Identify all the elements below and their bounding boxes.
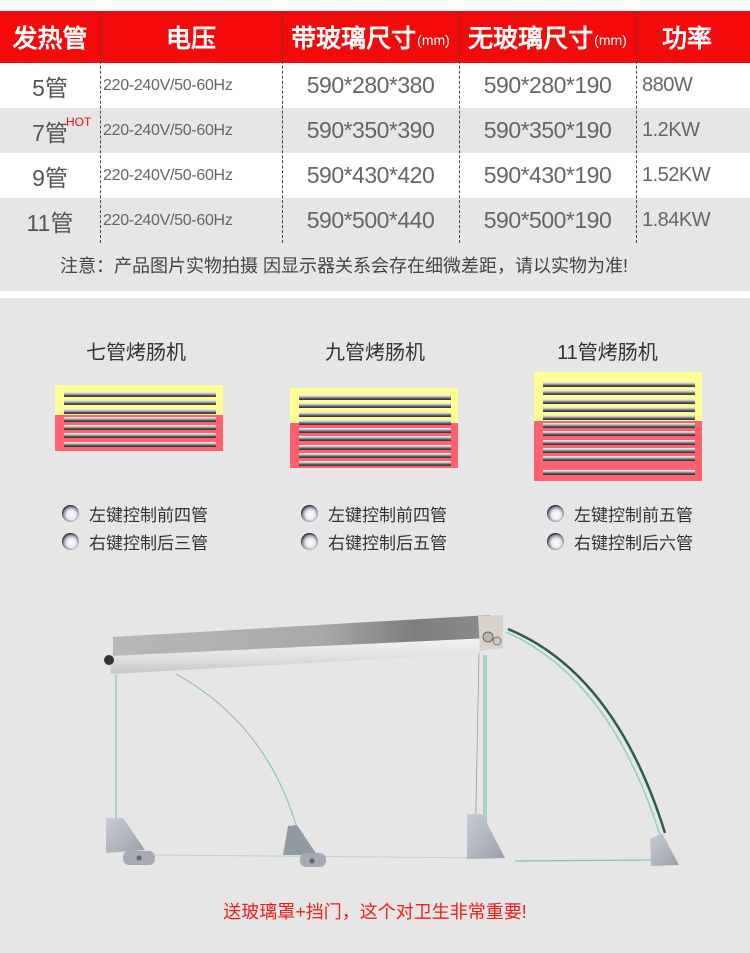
control-right: 右键控制后三管 <box>62 529 208 554</box>
control-left: 左键控制前四管 <box>301 501 447 526</box>
heating-tube <box>299 428 451 433</box>
heating-tube <box>64 400 216 405</box>
cell-power: 880W <box>642 74 693 96</box>
heating-tube <box>543 456 695 461</box>
cell-size-with-glass: 590*280*380 <box>306 72 435 98</box>
table-row: 7管 HOT 220-240V/50-60Hz 590*350*390 590*… <box>0 108 750 153</box>
heating-tube <box>543 470 695 475</box>
cell-tubes: 5管 <box>32 74 68 101</box>
heater-diagram-11 <box>534 372 702 481</box>
cell-size-with-glass: 590*500*440 <box>306 207 435 233</box>
knob-icon <box>301 533 318 550</box>
heating-tube <box>299 395 451 400</box>
heating-tube <box>64 409 216 414</box>
header-voltage: 电压 <box>165 25 216 53</box>
cell-voltage: 220-240V/50-60Hz <box>103 211 233 229</box>
heating-tube <box>543 382 695 387</box>
heating-tube <box>64 433 216 438</box>
knob-icon <box>547 533 564 550</box>
table-row: 5管 220-240V/50-60Hz 590*280*380 590*280*… <box>0 63 750 108</box>
header-size-with-glass: 带玻璃尺寸(mm) <box>291 25 450 53</box>
heating-tube <box>64 417 216 422</box>
cell-power: 1.84KW <box>642 209 711 231</box>
header-tubes: 发热管 <box>12 25 88 53</box>
control-left: 左键控制前四管 <box>62 501 208 526</box>
models-section: 七管烤肠机 左键控制前四管 右键控制后三管 九管烤肠机 左键控制前四管 <box>0 298 750 953</box>
header-power: 功率 <box>661 25 712 53</box>
cell-power: 1.2KW <box>642 119 700 141</box>
cell-size-without-glass: 590*500*190 <box>483 207 612 233</box>
cell-tubes: 9管 <box>32 164 68 191</box>
section-divider <box>0 291 750 298</box>
cell-voltage: 220-240V/50-60Hz <box>103 76 233 94</box>
table-row: 11管 220-240V/50-60Hz 590*500*440 590*500… <box>0 198 750 243</box>
cell-size-with-glass: 590*350*390 <box>306 117 435 143</box>
heating-tube <box>299 461 451 466</box>
cell-voltage: 220-240V/50-60Hz <box>103 166 233 184</box>
cell-size-with-glass: 590*430*420 <box>306 162 435 188</box>
control-left: 左键控制前五管 <box>547 501 693 526</box>
heating-tube <box>64 392 216 397</box>
heating-tube <box>543 390 695 395</box>
heating-tube <box>543 448 695 453</box>
heating-tube <box>299 403 451 408</box>
heating-tube <box>299 453 451 458</box>
front-zone <box>534 372 702 421</box>
control-right: 右键控制后六管 <box>547 529 693 554</box>
heating-tube <box>299 412 451 417</box>
column-divider <box>100 11 101 243</box>
spec-table: 发热管 电压 带玻璃尺寸(mm) 无玻璃尺寸(mm) 功率 5管 220-240… <box>0 0 750 291</box>
cell-size-without-glass: 590*350*190 <box>483 117 612 143</box>
column-divider <box>636 11 637 243</box>
hot-badge: HOT <box>66 115 92 129</box>
heating-tube <box>299 445 451 450</box>
heating-tube <box>543 407 695 412</box>
heating-tube <box>543 440 695 445</box>
heating-tube <box>543 415 695 420</box>
knob-icon <box>301 505 318 522</box>
cell-power: 1.52KW <box>642 164 711 186</box>
cell-tubes: 11管 <box>26 209 74 236</box>
heater-diagram-7 <box>55 385 223 451</box>
control-right: 右键控制后五管 <box>301 529 447 554</box>
disclaimer-note: 注意：产品图片实物拍摄 因显示器关系会存在细微差距，请以实物为准! <box>60 256 628 276</box>
heating-tube <box>543 423 695 428</box>
heating-tube <box>299 420 451 425</box>
model-title: 七管烤肠机 <box>86 342 186 364</box>
knob-icon <box>62 505 79 522</box>
column-divider <box>282 11 283 243</box>
knob-icon <box>62 533 79 550</box>
header-size-without-glass: 无玻璃尺寸(mm) <box>468 25 627 53</box>
table-row: 9管 220-240V/50-60Hz 590*430*420 590*430*… <box>0 153 750 198</box>
model-title: 九管烤肠机 <box>325 342 425 364</box>
heating-tube <box>64 425 216 430</box>
heating-tube <box>299 436 451 441</box>
top-margin <box>0 0 750 11</box>
heating-tube <box>543 431 695 436</box>
knob-icon <box>547 505 564 522</box>
cell-size-without-glass: 590*280*190 <box>483 72 612 98</box>
glass-hood-image <box>104 615 679 867</box>
cell-voltage: 220-240V/50-60Hz <box>103 121 233 139</box>
glass-hood-promo: 送玻璃罩+挡门，这个对卫生非常重要! <box>223 902 527 922</box>
cell-size-without-glass: 590*430*190 <box>483 162 612 188</box>
column-divider <box>459 11 460 243</box>
model-title: 11管烤肠机 <box>557 342 658 364</box>
heating-tube <box>64 442 216 447</box>
cell-tubes: 7管 HOT <box>32 115 92 146</box>
heating-tube <box>543 399 695 404</box>
heater-diagram-9 <box>290 388 458 468</box>
table-header: 发热管 电压 带玻璃尺寸(mm) 无玻璃尺寸(mm) 功率 <box>0 11 750 63</box>
